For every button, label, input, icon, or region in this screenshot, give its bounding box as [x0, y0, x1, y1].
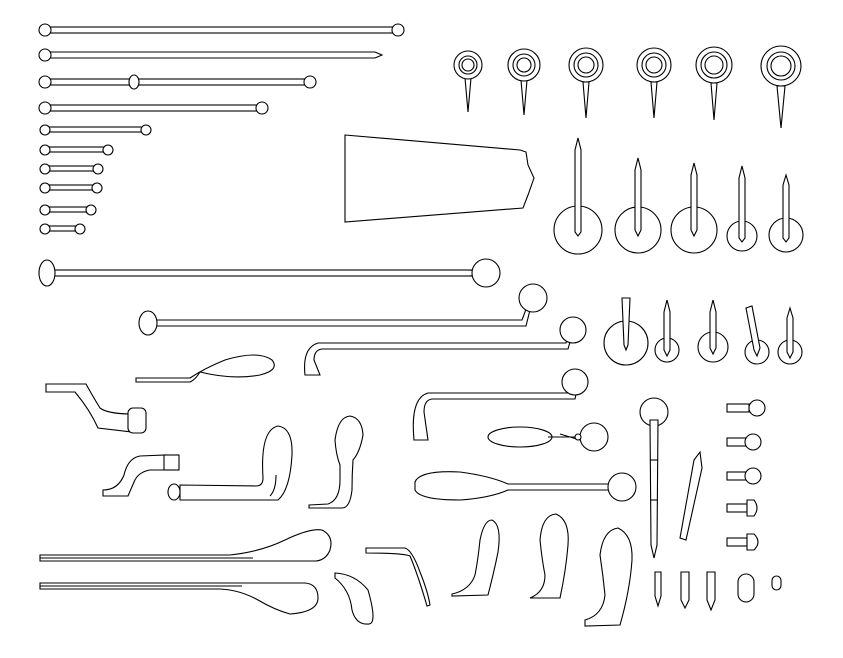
- rod-10: [39, 223, 86, 235]
- rod-5: [39, 124, 152, 136]
- bit-1: [654, 571, 662, 608]
- disc-spike-7: [654, 299, 680, 363]
- capsule-large: [737, 573, 755, 603]
- rod-8: [39, 182, 103, 194]
- rod-1: [38, 23, 405, 37]
- flared-elevator-3: [584, 527, 633, 627]
- long-pin-disc: [38, 258, 501, 288]
- peg-2: [726, 433, 762, 451]
- peg-4: [726, 499, 758, 517]
- probe-oval-handle: [487, 422, 609, 452]
- capsule-small: [771, 575, 782, 591]
- ring-pin-4: [636, 47, 672, 119]
- disc-spike-2: [614, 157, 662, 254]
- ring-pin-3: [568, 47, 604, 119]
- ring-pin-2: [507, 48, 541, 116]
- bit-2: [680, 571, 690, 610]
- narrow-spoon: [308, 415, 364, 509]
- ring-pin-1: [453, 50, 483, 113]
- disc-spike-1: [553, 137, 603, 255]
- long-spoon-2: [39, 582, 319, 615]
- hooked-rod-1: [138, 283, 548, 336]
- rod-6: [39, 144, 114, 156]
- disc-spike-6: [603, 297, 649, 366]
- disc-spike-4: [726, 165, 758, 252]
- angled-elevator: [45, 383, 133, 433]
- ring-pin-6: [760, 45, 802, 129]
- s-elevator: [102, 454, 167, 497]
- peg-1: [726, 399, 766, 417]
- hook-probe: [365, 547, 431, 607]
- rod-4: [38, 101, 269, 115]
- curved-spoon: [135, 354, 275, 383]
- angled-pick: [679, 450, 703, 541]
- vertical-probe: [639, 397, 669, 559]
- elevator-handle-cap: [127, 407, 147, 434]
- flared-elevator-1: [451, 519, 500, 597]
- disc-spike-9: [744, 305, 770, 365]
- rod-2-pointed: [38, 48, 384, 62]
- hooked-rod-3: [412, 368, 589, 441]
- disc-spike-8: [697, 299, 729, 363]
- disc-spike-3: [670, 162, 718, 254]
- bit-3: [706, 571, 716, 612]
- rod-3-beaded: [38, 74, 317, 90]
- cone-handle: [344, 134, 535, 223]
- disc-spike-5: [768, 173, 804, 253]
- probe-large-oval: [414, 471, 637, 502]
- s-elevator-cap: [163, 454, 180, 471]
- rod-9: [39, 204, 97, 216]
- peg-5: [726, 533, 759, 551]
- disc-spike-10: [777, 306, 803, 365]
- bent-elevator-ellipse: [167, 425, 293, 501]
- rod-7: [39, 163, 104, 175]
- flared-elevator-2: [529, 513, 569, 599]
- ring-pin-5: [695, 46, 733, 121]
- peg-3: [726, 467, 762, 485]
- small-curette: [334, 572, 374, 625]
- long-spoon-1: [39, 529, 332, 562]
- hooked-rod-2: [303, 316, 587, 376]
